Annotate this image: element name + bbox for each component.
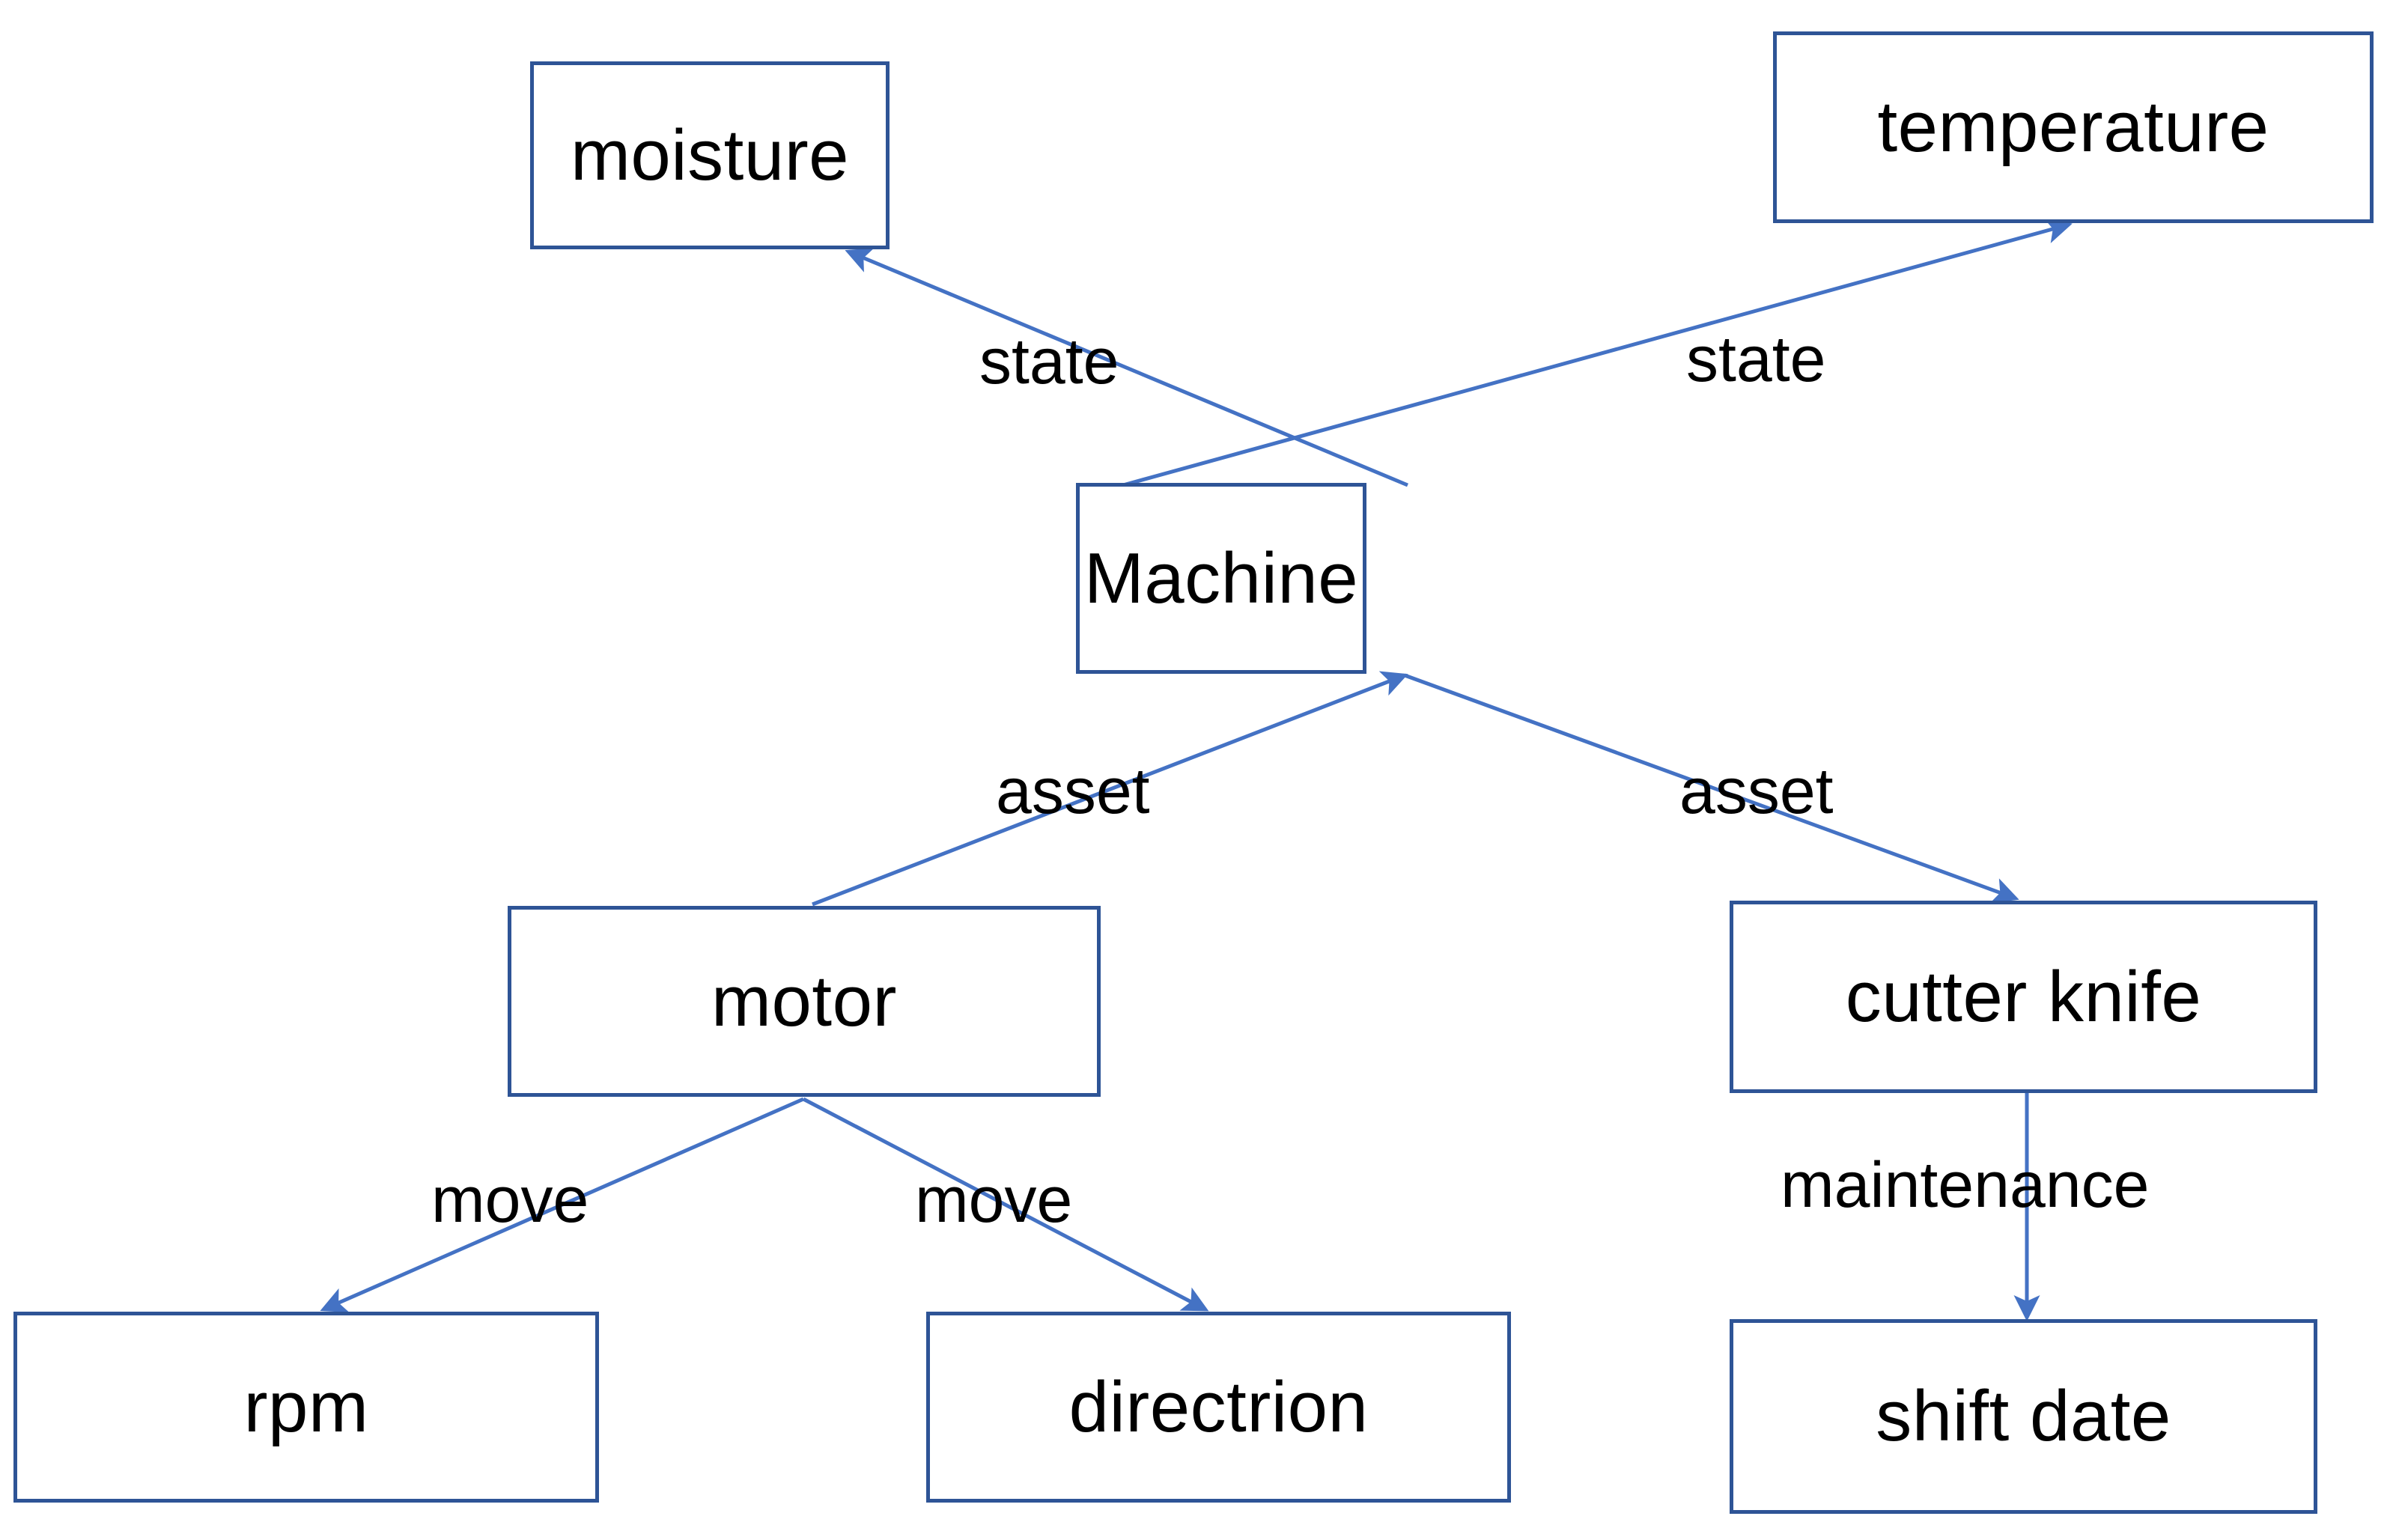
edge-label-state-moisture: state	[979, 326, 1119, 398]
edge-label-maintenance: maintenance	[1781, 1149, 2150, 1221]
node-label: directrion	[1068, 1366, 1369, 1447]
edge-line-machine-moisture	[845, 248, 1408, 487]
edge-label-move-rpm: move	[431, 1164, 589, 1236]
node-directrion[interactable]: directrion	[926, 1312, 1511, 1503]
node-label: shift date	[1876, 1376, 2171, 1456]
node-machine[interactable]: Machine	[1076, 483, 1366, 674]
node-motor[interactable]: motor	[508, 906, 1101, 1097]
node-label: cutter knife	[1845, 956, 2202, 1037]
node-label: Machine	[1083, 538, 1359, 618]
node-moisture[interactable]: moisture	[530, 61, 890, 249]
edge-label-state-temperature: state	[1686, 323, 1826, 395]
node-label: motor	[711, 961, 897, 1041]
edge-label-asset-motor: asset	[996, 755, 1150, 827]
node-label: rpm	[243, 1366, 369, 1447]
node-cutter-knife[interactable]: cutter knife	[1730, 901, 2317, 1093]
edge-label-asset-cutter-knife: asset	[1679, 755, 1834, 827]
node-temperature[interactable]: temperature	[1773, 31, 2374, 223]
node-rpm[interactable]: rpm	[13, 1312, 599, 1503]
edge-label-move-directrion: move	[915, 1164, 1073, 1236]
node-label: temperature	[1877, 87, 2269, 167]
node-label: moisture	[570, 115, 850, 195]
node-shift-date[interactable]: shift date	[1730, 1319, 2317, 1514]
edge-line-machine-temperature	[1122, 218, 2073, 487]
